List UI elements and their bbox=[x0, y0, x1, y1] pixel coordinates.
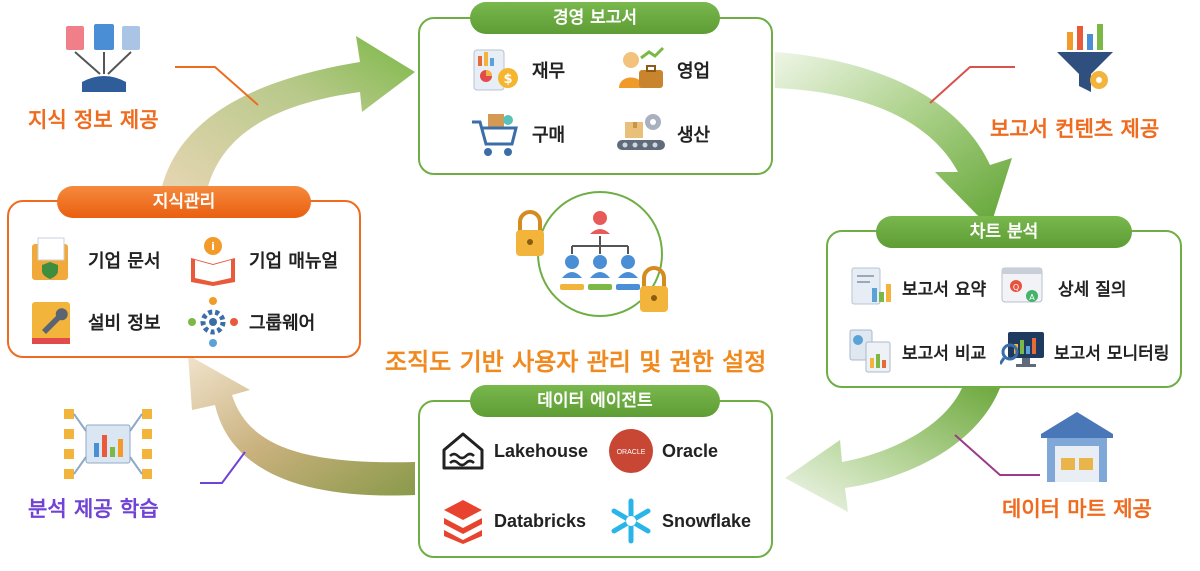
finance-report-icon: $ bbox=[473, 49, 518, 91]
org-chart-lock-icon bbox=[516, 191, 668, 317]
shopping-cart-icon bbox=[472, 114, 518, 156]
report-summary-label: 보고서 요약 bbox=[902, 279, 987, 300]
report-summary-item[interactable]: 보고서 요약 bbox=[848, 264, 986, 310]
lakehouse-icon bbox=[442, 432, 484, 470]
detail-query-item[interactable]: Q A 상세 질의 bbox=[1000, 264, 1126, 310]
data-agent-box bbox=[418, 400, 773, 558]
purchase-item[interactable]: 구매 bbox=[470, 108, 565, 160]
lakehouse-label: Lakehouse bbox=[494, 440, 589, 461]
databricks-label: Databricks bbox=[494, 510, 587, 531]
snowflake-icon bbox=[611, 498, 651, 544]
purchase-label: 구매 bbox=[532, 125, 566, 146]
finance-label: 재무 bbox=[532, 61, 566, 82]
equipment-info-item[interactable]: 설비 정보 bbox=[26, 296, 161, 348]
report-content-callout: 보고서 컨텐츠 제공 bbox=[990, 117, 1160, 141]
databricks-icon bbox=[444, 500, 482, 544]
corporate-manual-item[interactable]: i 기업 매뉴얼 bbox=[187, 234, 338, 286]
qa-window-icon: Q A bbox=[1001, 267, 1043, 303]
svg-text:i: i bbox=[211, 240, 215, 253]
groupware-label: 그룹웨어 bbox=[249, 313, 316, 334]
connector-top-right bbox=[929, 66, 1015, 104]
oracle-item[interactable]: ORACLE Oracle bbox=[608, 428, 718, 474]
corporate-manual-label: 기업 매뉴얼 bbox=[249, 251, 339, 272]
svg-text:Q: Q bbox=[1013, 283, 1019, 292]
management-report-box bbox=[418, 17, 773, 175]
report-compare-label: 보고서 비교 bbox=[902, 343, 987, 364]
sales-item[interactable]: 영업 bbox=[615, 44, 710, 96]
arrow-bottom-right bbox=[785, 388, 1000, 512]
corporate-docs-label: 기업 문서 bbox=[88, 251, 161, 272]
svg-text:$: $ bbox=[503, 72, 512, 87]
report-monitoring-label: 보고서 모니터링 bbox=[1054, 343, 1170, 364]
center-title: 조직도 기반 사용자 관리 및 권한 설정 bbox=[385, 348, 767, 376]
analysis-learning-callout: 분석 제공 학습 bbox=[28, 497, 159, 521]
groupware-item[interactable]: 그룹웨어 bbox=[187, 296, 315, 348]
connector-bottom-left bbox=[200, 451, 246, 484]
document-folder-icon bbox=[32, 237, 68, 280]
sales-briefcase-icon bbox=[619, 46, 665, 88]
production-conveyor-icon bbox=[617, 114, 665, 150]
sales-label: 영업 bbox=[677, 61, 711, 82]
oracle-logo-icon: ORACLE bbox=[609, 429, 653, 473]
management-report-title: 경영 보고서 bbox=[470, 2, 720, 34]
chart-analysis-title: 차트 분석 bbox=[876, 216, 1132, 248]
oracle-label: Oracle bbox=[662, 440, 719, 461]
corporate-docs-item[interactable]: 기업 문서 bbox=[26, 234, 161, 286]
report-monitoring-item[interactable]: 보고서 모니터링 bbox=[1000, 328, 1169, 374]
connector-top-left bbox=[175, 66, 259, 106]
data-mart-callout: 데이터 마트 제공 bbox=[1002, 497, 1152, 521]
snowflake-label: Snowflake bbox=[662, 510, 752, 531]
detail-query-label: 상세 질의 bbox=[1058, 279, 1127, 300]
report-compare-icon bbox=[849, 329, 891, 373]
knowledge-info-callout: 지식 정보 제공 bbox=[28, 108, 159, 132]
manual-book-icon: i bbox=[191, 237, 235, 286]
data-agent-title: 데이터 에이전트 bbox=[470, 385, 720, 417]
svg-text:ORACLE: ORACLE bbox=[617, 449, 646, 456]
lakehouse-item[interactable]: Lakehouse bbox=[440, 428, 588, 474]
databricks-item[interactable]: Databricks bbox=[440, 498, 586, 544]
svg-text:A: A bbox=[1029, 293, 1035, 302]
analysis-learning-icon bbox=[64, 409, 152, 479]
finance-item[interactable]: $ 재무 bbox=[470, 44, 565, 96]
report-compare-item[interactable]: 보고서 비교 bbox=[848, 328, 986, 374]
connector-bottom-right bbox=[954, 434, 1040, 476]
knowledge-mgmt-title: 지식관리 bbox=[57, 186, 311, 218]
report-funnel-icon bbox=[1057, 24, 1113, 92]
snowflake-item[interactable]: Snowflake bbox=[608, 498, 751, 544]
production-label: 생산 bbox=[677, 125, 711, 146]
knowledge-share-icon bbox=[66, 24, 140, 92]
groupware-gear-icon bbox=[188, 297, 238, 347]
monitor-chart-icon bbox=[1000, 332, 1044, 367]
equipment-info-label: 설비 정보 bbox=[88, 313, 161, 334]
equipment-wrench-icon bbox=[32, 302, 70, 344]
arrow-top-left bbox=[160, 36, 415, 200]
arrow-top-right bbox=[775, 52, 1012, 228]
data-mart-warehouse-icon bbox=[1041, 412, 1113, 482]
production-item[interactable]: 생산 bbox=[615, 108, 710, 160]
report-summary-icon bbox=[851, 267, 891, 305]
arrow-bottom-left bbox=[188, 355, 415, 496]
